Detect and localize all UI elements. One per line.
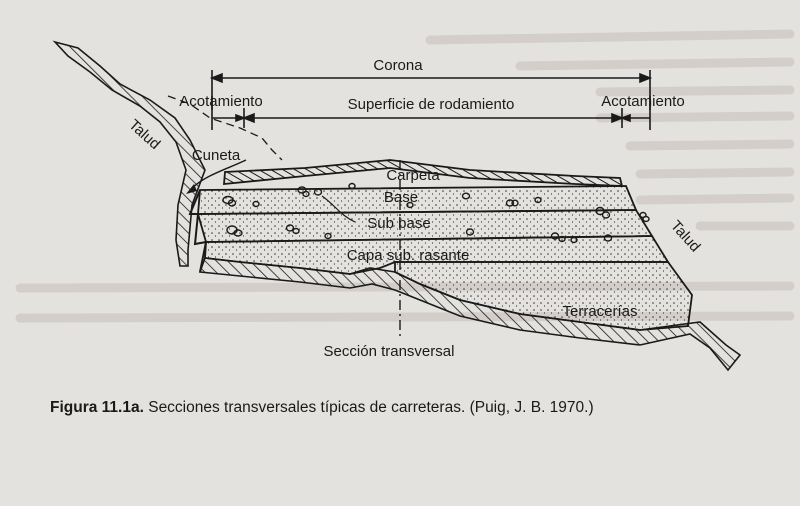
label-cuneta: Cuneta [192, 147, 241, 164]
layer-carpeta [223, 159, 624, 187]
figure-caption: Figura 11.1a. Secciones transversales tí… [50, 399, 594, 416]
layer-capa-sub-rasante [204, 235, 670, 275]
sub-base-leader [321, 195, 356, 223]
aggregate-stones [222, 182, 650, 244]
label-corona: Corona [373, 57, 423, 74]
ground-line-left [167, 95, 283, 161]
layer-base [197, 185, 638, 215]
label-capa-sub-rasante: Capa sub. rasante [347, 247, 470, 264]
caption-text: Secciones transversales típicas de carre… [144, 399, 594, 416]
label-acotamiento-right: Acotamiento [601, 93, 684, 110]
label-talud-left: Talud [125, 116, 163, 153]
label-base: Base [384, 189, 418, 206]
dimension-lines [209, 70, 653, 130]
label-terracerias: Terracerías [562, 303, 637, 320]
label-superficie-rodamiento: Superficie de rodamiento [348, 96, 515, 113]
label-seccion-transversal: Sección transversal [324, 343, 455, 360]
layer-terracerias [394, 261, 693, 331]
terrain-left [52, 40, 206, 267]
cuneta-arrowhead [186, 184, 197, 194]
label-carpeta: Carpeta [386, 167, 440, 184]
label-sub-base: Sub base [367, 215, 430, 232]
caption-figure-label: Figura 11.1a. [50, 399, 144, 416]
embankment-left-edge [188, 189, 208, 273]
label-acotamiento-left: Acotamiento [179, 93, 262, 110]
